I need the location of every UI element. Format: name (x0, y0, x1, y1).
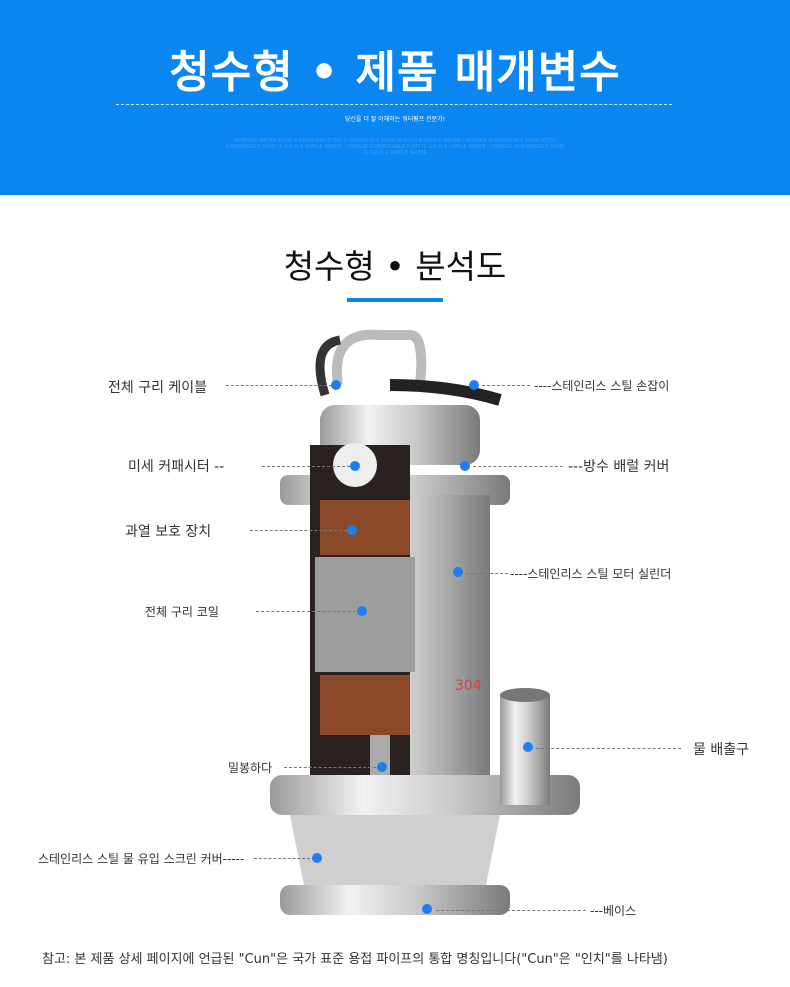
label-barrel-cover: ---방수 배럴 커버 (568, 459, 670, 475)
label-water-outlet: 물 배출구 (693, 742, 749, 758)
marker-dot (453, 567, 463, 577)
pump-marking: 304 (455, 678, 482, 694)
label-handle: ----스테인리스 스틸 손잡이 (534, 379, 670, 393)
divider (116, 104, 672, 105)
marker-dot (460, 461, 470, 471)
banner-english-text: PUMPING WATER FROM A STAINLESS STEEL SUB… (225, 138, 565, 156)
leader-line (284, 767, 376, 768)
marker-dot (312, 853, 322, 863)
leader-line (536, 748, 681, 749)
header-banner: 청수형 • 제품 매개변수 당신을 더 잘 이해하는 워터펌프 전문가! PUM… (0, 0, 790, 195)
leader-line (436, 910, 586, 911)
leader-line (254, 858, 310, 859)
marker-dot (357, 606, 367, 616)
section-title: 청수형 • 분석도 (283, 247, 507, 286)
marker-dot (469, 380, 479, 390)
label-motor-cylinder: ----스테인리스 스틸 모터 실린더 (510, 567, 672, 581)
marker-dot (347, 525, 357, 535)
label-capacitor: 미세 커패시터 -- (128, 459, 225, 475)
leader-line (226, 385, 332, 386)
marker-dot (377, 762, 387, 772)
pump-cutaway-illustration: 304 (270, 329, 580, 915)
leader-line (262, 466, 350, 467)
banner-title: 청수형 • 제품 매개변수 (169, 47, 621, 98)
label-overheat-protector: 과열 보호 장치 (125, 524, 212, 540)
leader-line (250, 530, 347, 531)
marker-dot (350, 461, 360, 471)
leader-line (482, 385, 530, 386)
section-underline (347, 298, 443, 302)
label-seal: 밀봉하다 (228, 761, 273, 775)
marker-dot (422, 904, 432, 914)
leader-line (256, 611, 356, 612)
footnote: 참고: 본 제품 상세 페이지에 언급된 "Cun"은 국가 표준 용접 파이프… (42, 952, 668, 967)
marker-dot (331, 380, 341, 390)
label-copper-coil: 전체 구리 코일 (145, 605, 219, 619)
label-inlet-screen: 스테인리스 스틸 물 유입 스크린 커버----- (38, 852, 245, 866)
label-copper-cable: 전체 구리 케이블 (108, 380, 208, 396)
leader-line (473, 466, 563, 467)
label-base: ---베이스 (590, 904, 637, 918)
banner-subtitle: 당신을 더 잘 이해하는 워터펌프 전문가! (344, 116, 446, 123)
marker-dot (523, 742, 533, 752)
leader-line (466, 573, 508, 574)
